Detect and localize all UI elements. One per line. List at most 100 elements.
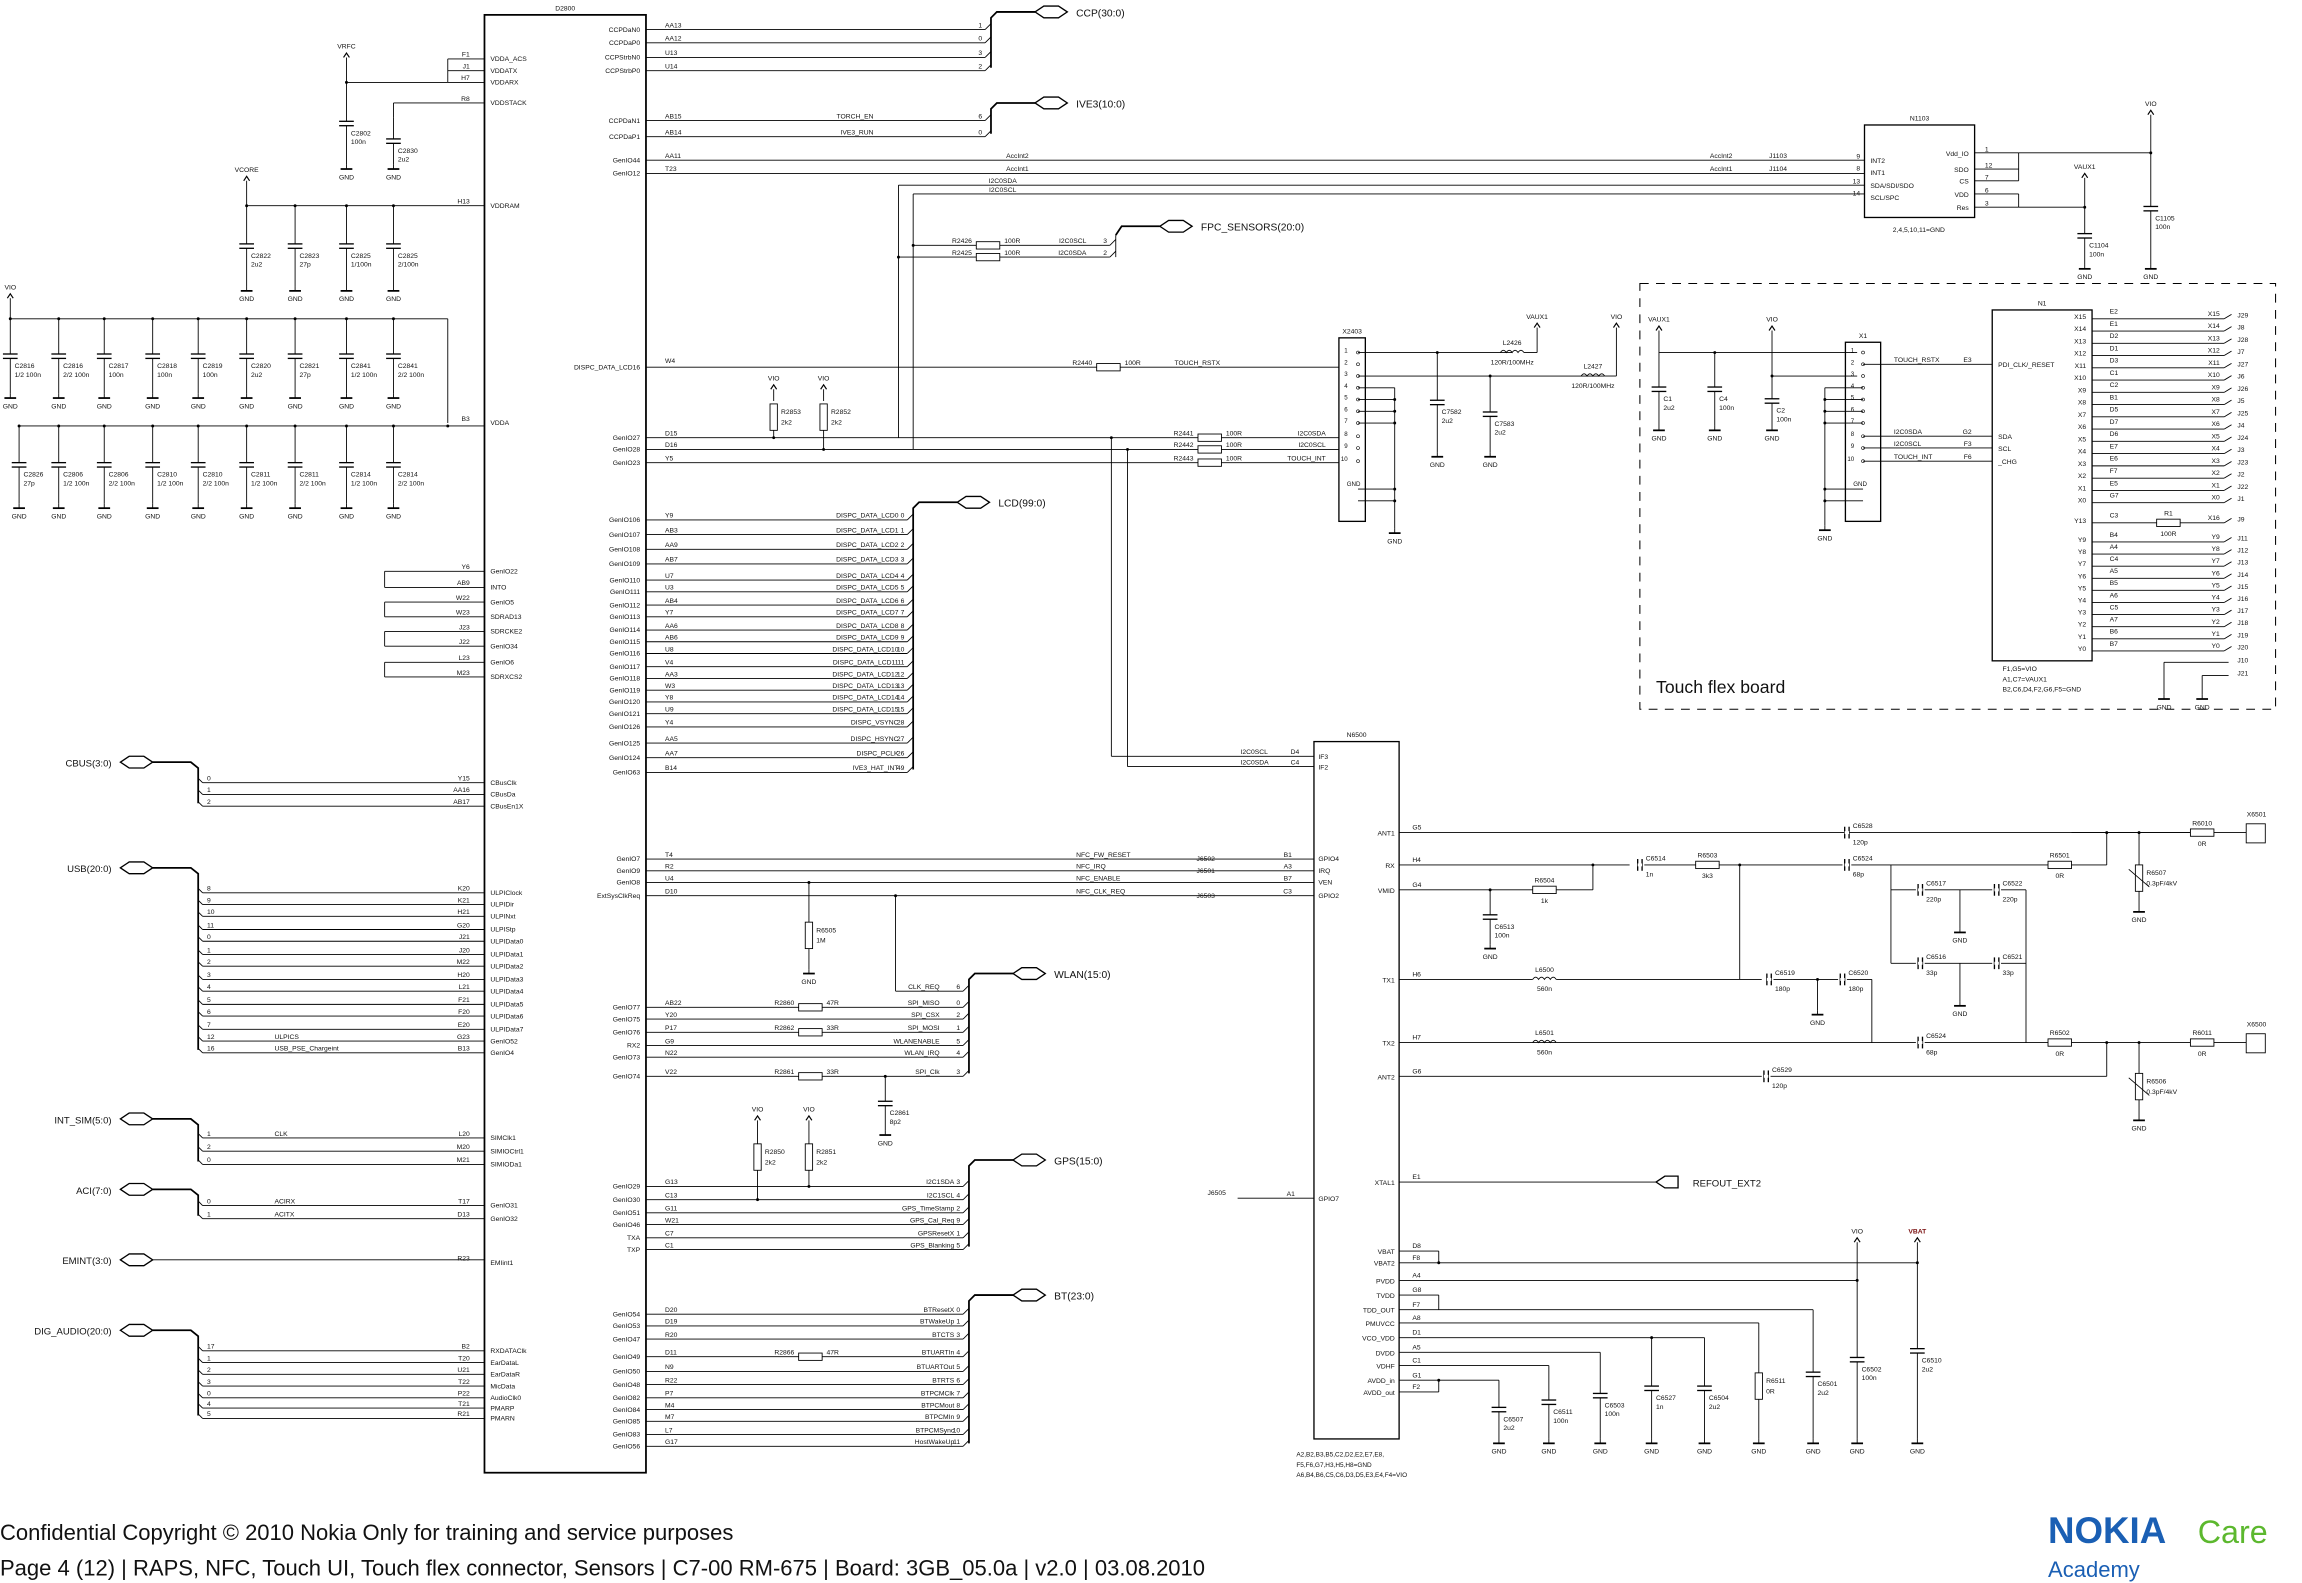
bus-connector-icon[interactable]	[1011, 967, 1047, 981]
bus-connector-icon[interactable]	[119, 1112, 154, 1126]
bus-connector-icon[interactable]	[119, 755, 154, 769]
pin-name: GenIO50	[613, 1369, 641, 1376]
pin-name: PVDD	[1376, 1278, 1395, 1285]
pin-name: SDO	[1954, 167, 1969, 174]
pin-name: X3	[2078, 461, 2087, 468]
component-value: 68p	[1926, 1049, 1938, 1056]
wire	[2223, 537, 2232, 543]
component-ref: R6011	[2192, 1030, 2212, 1037]
ball-id: K21	[458, 897, 470, 904]
ic-n1	[1991, 309, 2093, 662]
gnd-label: GND	[1697, 1449, 1712, 1456]
wire	[962, 1391, 970, 1399]
component-ref: C2823	[299, 253, 319, 260]
bus-connector-icon[interactable]	[119, 1182, 154, 1196]
power-arrow-icon	[1533, 322, 1541, 328]
bus-bit: 4	[207, 1401, 211, 1408]
component-value: 2u2	[1663, 405, 1675, 412]
wire	[906, 543, 914, 550]
pin-name: Y7	[2078, 561, 2087, 568]
bus-connector-icon[interactable]	[119, 861, 154, 875]
bus-bit: 5	[956, 1038, 960, 1045]
net-name: X8	[2212, 397, 2221, 404]
ball-id: G7	[2110, 493, 2119, 500]
component-value: 100n	[1553, 1418, 1568, 1425]
net-name: X16	[2208, 515, 2220, 522]
pin-name: GenIO83	[613, 1432, 641, 1439]
ball-id: J21	[459, 934, 470, 941]
ball-id: F7	[2110, 468, 2118, 475]
component-ref: R2443	[1174, 455, 1194, 462]
component-ref: C2861	[890, 1110, 910, 1117]
wire	[962, 1180, 970, 1187]
pin-name: RX2	[627, 1043, 640, 1050]
net-name: I2C0SDA	[1894, 429, 1923, 436]
bus-connector-icon[interactable]	[1033, 5, 1069, 19]
component-value: 1n	[1656, 1404, 1664, 1411]
bus-bit: 0	[978, 36, 982, 43]
jumper-ref: J11	[2237, 535, 2248, 542]
net-name: I2C0SCL	[989, 187, 1017, 194]
pin-name: Y0	[2078, 646, 2087, 653]
pin-name: GenIO124	[609, 755, 640, 762]
ball-id: D15	[665, 430, 678, 437]
bus-connector-icon[interactable]	[119, 1323, 154, 1337]
jumper-ref: J1104	[1769, 166, 1787, 173]
component-ref: X1	[1859, 333, 1868, 340]
pin-name: TVDD	[1376, 1293, 1394, 1300]
pin-number: 6	[1344, 406, 1348, 413]
net-name: WLANENABLE	[893, 1038, 940, 1045]
pin-number: 5	[1851, 395, 1855, 402]
ball-id: AB7	[665, 557, 678, 564]
pin-name: VDDRAM	[490, 203, 520, 210]
pin-number: 10	[1847, 456, 1854, 463]
net-name: Y8	[2212, 546, 2221, 553]
bus-bit: 4	[956, 1350, 960, 1357]
jumper-ref: J3	[2237, 447, 2244, 454]
wire	[962, 984, 970, 992]
footer-page-info: Page 4 (12) | RAPS, NFC, Touch UI, Touch…	[0, 1555, 1205, 1580]
bus-bit: 1	[207, 1212, 211, 1219]
bus-connector-icon[interactable]	[1033, 96, 1069, 110]
component-ref: R2441	[1174, 430, 1194, 437]
component-value: 100n	[2155, 224, 2170, 231]
ball-id: W23	[456, 610, 470, 617]
component-ref: C2826	[23, 472, 43, 479]
pin-name: GenIO121	[609, 711, 640, 718]
ball-id: M7	[665, 1414, 675, 1421]
wire	[906, 707, 914, 715]
ball-id: C3	[2110, 513, 2119, 520]
ball-id: G4	[1412, 882, 1421, 889]
component-ref: C6522	[2003, 880, 2023, 887]
component-ref: R6502	[2050, 1030, 2070, 1037]
wire	[197, 961, 203, 967]
component-value: 1/2 100n	[157, 480, 184, 487]
bus-connector-icon[interactable]	[956, 495, 991, 509]
touch-flex-board-boundary	[1639, 283, 2277, 710]
ball-id: W21	[665, 1217, 679, 1224]
ball-id: T23	[665, 166, 677, 173]
component-value: 2/2 100n	[398, 372, 425, 379]
bus-bit: 5	[956, 1242, 960, 1249]
bus-bit: 3	[978, 50, 982, 57]
bus-connector-icon[interactable]	[1158, 219, 1194, 233]
jumper-ref: J19	[2237, 632, 2248, 639]
bus-connector-icon[interactable]	[1011, 1288, 1047, 1302]
wire	[197, 924, 203, 930]
ball-id: A5	[2110, 568, 2119, 575]
pin-pad	[1356, 434, 1360, 438]
pin-name: GenIO47	[613, 1336, 641, 1343]
component-ref: C2818	[157, 363, 177, 370]
component-ref: R2866	[774, 1350, 794, 1357]
bus-connector-icon[interactable]	[119, 1253, 154, 1267]
pin-name: SIMIOCtrl1	[490, 1148, 524, 1155]
pin-name: GenIO110	[609, 577, 640, 584]
bus-connector-icon[interactable]	[1011, 1153, 1047, 1167]
component-ref: C6520	[1848, 970, 1868, 977]
ball-id: U4	[665, 875, 674, 882]
pin-name: GenIO117	[609, 664, 640, 671]
net-name: BTRTS	[932, 1377, 955, 1384]
ball-id: T20	[458, 1355, 470, 1362]
bus-bit: 6	[956, 984, 960, 991]
ball-id: C3	[1283, 889, 1292, 896]
